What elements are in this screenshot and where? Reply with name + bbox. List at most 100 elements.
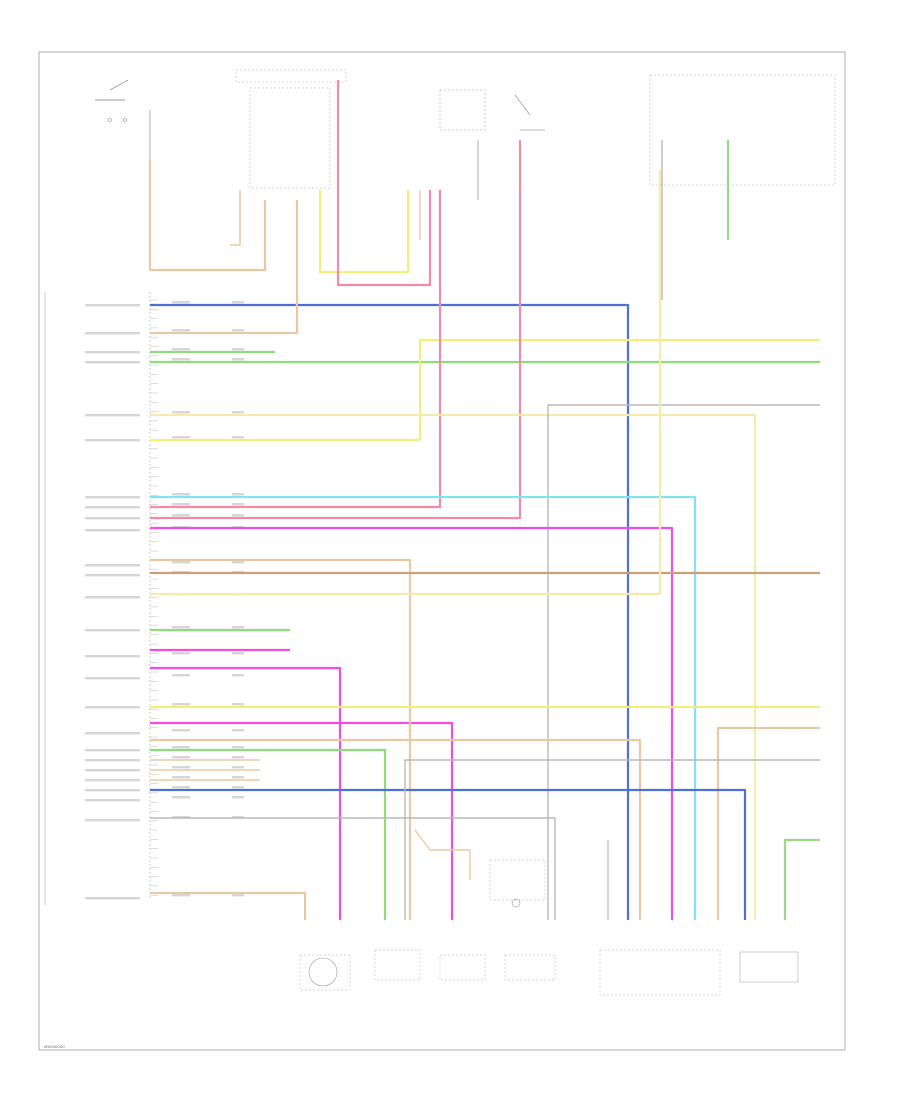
crank-sensor	[299, 954, 351, 991]
circuit-number-label	[232, 776, 244, 779]
wire-color-label	[172, 358, 190, 361]
wire-blue-790	[150, 788, 747, 920]
wire-color-label	[172, 652, 190, 655]
wire-color-label	[172, 514, 190, 517]
fuel-pump-box	[504, 954, 556, 981]
wire-gray-818	[150, 817, 556, 920]
circuit-number-label	[232, 503, 244, 506]
wire-color-label	[172, 329, 190, 332]
circuit-number-label	[232, 894, 244, 897]
circuit-number-label	[232, 436, 244, 439]
ecm-fuse-box	[249, 87, 331, 189]
clutch-pedal-box	[739, 951, 799, 983]
ecm-pin-label	[85, 759, 140, 762]
ecm-pin-label	[85, 351, 140, 354]
wire-color-label	[172, 703, 190, 706]
wire-blue-top	[150, 303, 630, 920]
wire-pink-507	[150, 190, 442, 509]
wire-fuse-tan	[230, 190, 241, 246]
wire-color-label	[172, 729, 190, 732]
ecm-pin-label	[85, 361, 140, 364]
wire-color-label	[172, 674, 190, 677]
ecm-pin-label	[85, 304, 140, 307]
ecm-pin-label	[85, 506, 140, 509]
ecm-pin-label	[85, 596, 140, 599]
ecm-pin-label	[85, 769, 140, 772]
wire-color-label	[172, 776, 190, 779]
wire-color-label	[172, 348, 190, 351]
fuse-block-top	[235, 69, 347, 83]
wire-tan-893	[150, 891, 307, 920]
wire-tan-740	[150, 738, 642, 920]
wire-color-label	[172, 436, 190, 439]
wire-green-840	[783, 838, 820, 920]
circuit-number-label	[232, 703, 244, 706]
ecm-pin-label	[85, 414, 140, 417]
wire-ignition-tan	[148, 160, 267, 272]
wire-color-label	[172, 746, 190, 749]
wire-green-750	[150, 748, 387, 920]
wire-color-label	[172, 786, 190, 789]
instrument-cluster-box	[649, 74, 836, 186]
ecm-pin-label	[85, 439, 140, 442]
wire-yellow-loop	[318, 190, 410, 274]
circuit-number-label	[232, 674, 244, 677]
wire-tan-short	[150, 200, 299, 335]
wire-pink-loop	[336, 80, 432, 287]
wire-color-label	[172, 894, 190, 897]
ecm-pin-label	[85, 529, 140, 532]
wire-color-label	[172, 626, 190, 629]
circuit-number-label	[232, 729, 244, 732]
ecm-pin-label	[85, 789, 140, 792]
ecm-pin-label	[85, 564, 140, 567]
circuit-number-label	[232, 358, 244, 361]
wire-color-label	[172, 301, 190, 304]
circuit-number-label	[232, 796, 244, 799]
relay-top-center	[439, 89, 545, 131]
diagram-watermark: W0000000	[44, 1044, 65, 1049]
circuit-number-label	[232, 816, 244, 819]
circuit-number-label	[232, 514, 244, 517]
fuel-pump-relay	[489, 859, 546, 908]
accelerator-pedal-box	[599, 949, 721, 996]
wire-color-label	[172, 561, 190, 564]
circuit-number-label	[232, 756, 244, 759]
wire-yellow-right	[418, 338, 820, 440]
ecm-pin-label	[85, 749, 140, 752]
circuit-number-label	[232, 329, 244, 332]
wire-color-label	[172, 503, 190, 506]
circuit-number-label	[232, 561, 244, 564]
wire-layer	[148, 80, 820, 920]
ecm-pin-label	[85, 779, 140, 782]
wire-gray-405	[547, 404, 820, 920]
ecm-pin-label	[85, 517, 140, 520]
ecm-pin-column	[85, 299, 244, 900]
wire-cyan-497	[150, 495, 697, 920]
circuit-number-label	[232, 786, 244, 789]
fuel-tank-sensor-box	[374, 949, 421, 981]
circuit-number-label	[232, 493, 244, 496]
circuit-number-label	[232, 766, 244, 769]
wire-color-label	[172, 411, 190, 414]
wire-color-label	[172, 816, 190, 819]
ecm-pin-label	[85, 629, 140, 632]
ecm-pin-label	[85, 732, 140, 735]
wire-tan-560	[150, 558, 412, 920]
wire-lightyellow-594	[150, 170, 662, 596]
ignition-switch	[95, 79, 151, 160]
wire-color-label	[172, 756, 190, 759]
ecm-pin-label	[85, 332, 140, 335]
ecm-pin-label	[85, 819, 140, 822]
ecm-pin-label	[85, 496, 140, 499]
wire-tan-728	[716, 726, 820, 920]
wire-magenta-723	[150, 721, 454, 920]
ecm-pin-label	[85, 574, 140, 577]
fuel-level-sensor-box	[439, 954, 486, 981]
circuit-number-label	[232, 411, 244, 414]
ecm-pin-label	[85, 897, 140, 900]
diagram-border	[38, 51, 846, 1051]
ecm-pin-label	[85, 655, 140, 658]
circuit-number-label	[232, 626, 244, 629]
